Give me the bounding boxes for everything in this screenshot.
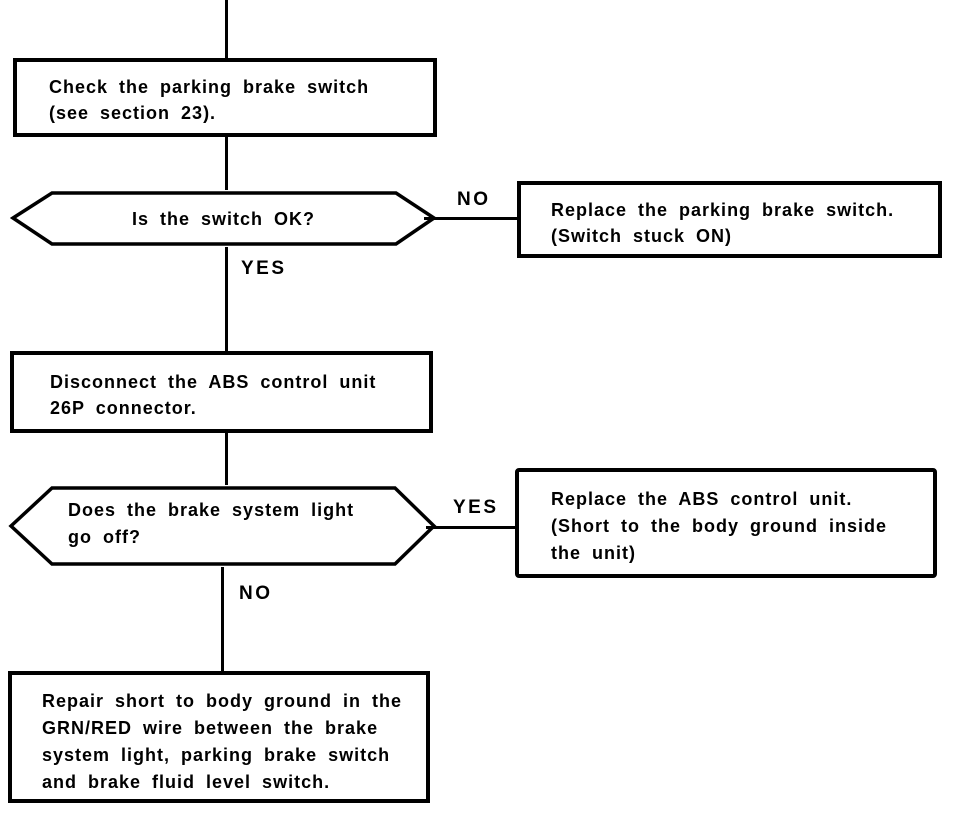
box-text-line: (Switch stuck ON) [551,226,733,246]
box-text-line: Check the parking brake switch [49,77,370,97]
box-text-line: system light, parking brake switch [42,745,391,765]
decision-text-line: Does the brake system light [68,500,355,520]
box-replace-parking-brake-switch: Replace the parking brake switch. (Switc… [517,181,942,258]
box-text-line: 26P connector. [50,398,197,418]
decision-text-line: go off? [68,527,141,547]
decision-text: Does the brake system light go off? [68,497,354,551]
box-text-line: Replace the parking brake switch. [551,200,895,220]
edge-label-no-1: NO [457,189,491,210]
decision-text: Is the switch OK? [131,209,316,229]
connector-disconnect-to-decision2 [225,433,228,485]
box-text-line: (see section 23). [49,103,217,123]
edge-label-yes-2: YES [453,497,499,518]
connector-entry [225,0,228,58]
decision-is-switch-ok: Is the switch OK? [10,190,437,247]
decision-does-brake-system-light-go-off: Does the brake system light go off? [8,485,437,567]
box-text-line: Disconnect the ABS control unit [50,372,377,392]
connector-decision2-yes [426,526,515,529]
box-text-line: and brake fluid level switch. [42,772,331,792]
box-text-line: (Short to the body ground inside [551,516,887,536]
edge-label-no-2: NO [239,583,273,604]
box-text-line: the unit) [551,543,636,563]
box-repair-short-to-body-ground: Repair short to body ground in the GRN/R… [8,671,430,803]
box-text-line: Replace the ABS control unit. [551,489,853,509]
box-text-line: GRN/RED wire between the brake [42,718,379,738]
box-check-parking-brake-switch: Check the parking brake switch (see sect… [13,58,437,137]
box-disconnect-abs-control-unit: Disconnect the ABS control unit 26P conn… [10,351,433,433]
box-text-line: Repair short to body ground in the [42,691,402,711]
connector-check-to-decision1 [225,137,228,190]
connector-decision1-no [424,217,517,220]
box-replace-abs-control-unit: Replace the ABS control unit. (Short to … [515,468,937,578]
connector-decision1-yes [225,247,228,351]
connector-decision2-no [221,567,224,671]
edge-label-yes-1: YES [241,258,287,279]
